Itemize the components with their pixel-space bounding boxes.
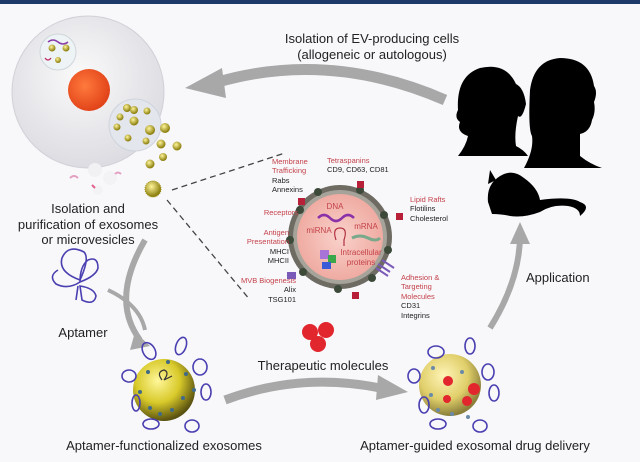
- annotation-item: MHCII: [267, 256, 289, 266]
- annotation-adhesion-targeting: Adhesion & Targeting Molecules CD31 Inte…: [401, 273, 461, 320]
- arrow-to-functionalized: [123, 238, 148, 342]
- mouse-silhouette-icon: [487, 170, 586, 217]
- annotation-title: Molecules: [401, 291, 435, 301]
- annotation-lipid-rafts: Lipid Rafts Flotilins Cholesterol: [410, 195, 470, 223]
- annotation-membrane-trafficking: Membrane Trafficking Rabs Annexins: [272, 157, 324, 195]
- functionalized-label: Aptamer-functionalized exosomes: [66, 438, 262, 453]
- arrow-application: [487, 234, 523, 330]
- arrow-application-head: [510, 222, 530, 244]
- annotation-antigen-presentation: Antigen Presentation MHCI MHCII: [236, 228, 289, 266]
- human-silhouettes-icon: [456, 58, 602, 168]
- delivery-label: Aptamer-guided exosomal drug delivery: [360, 438, 590, 453]
- proteins-label-line2: proteins: [346, 258, 376, 267]
- annotation-mvb-biogenesis: MVB Biogenesis Alix TSG101: [226, 276, 296, 304]
- isolation-label: Isolation and purification of exosomes o…: [8, 201, 168, 248]
- annotation-item: Integrins: [401, 310, 430, 320]
- top-arrow-label-line2: (allogeneic or autologous): [297, 46, 447, 62]
- microvesicles: [69, 163, 122, 195]
- top-arrow-label-line1: Isolation of EV-producing cells: [284, 31, 460, 46]
- arrow-aptamer-curve: [107, 288, 147, 331]
- annotation-item: Cholesterol: [410, 213, 448, 223]
- released-exosomes: [142, 123, 182, 198]
- annotation-item: Annexins: [272, 185, 303, 195]
- annotation-title: Trafficking: [272, 166, 307, 176]
- annotation-title: Lipid Rafts: [410, 195, 446, 204]
- mirna-label: miRNA: [306, 226, 332, 235]
- top-arrow-label: Isolation of EV-producing cells (allogen…: [252, 31, 492, 62]
- annotation-item: Flotilins: [410, 204, 436, 214]
- annotation-title: Presentation: [246, 237, 289, 247]
- cell-icon: [11, 15, 165, 169]
- arrow-isolation-of-cells: [216, 64, 448, 106]
- therapeutic-label: Therapeutic molecules: [257, 358, 389, 373]
- annotation-title: Membrane: [272, 157, 308, 166]
- arrow-to-delivery: [223, 377, 381, 405]
- zoom-line-bottom: [166, 199, 251, 301]
- arrow-to-functionalized-head: [130, 332, 150, 350]
- isolation-label-line2: purification of exosomes: [17, 216, 159, 232]
- annotation-receptors: Receptors: [244, 208, 298, 217]
- proteins-label-line1: Intracellular: [340, 248, 382, 257]
- mrna-label: mRNA: [354, 222, 378, 231]
- annotation-title: Adhesion &: [401, 273, 440, 282]
- annotation-item: CD31: [401, 301, 421, 311]
- therapeutic-molecule-icon: [302, 322, 334, 352]
- annotation-item: CD9, CD63, CD81: [327, 165, 389, 175]
- annotation-title: Tetraspanins: [327, 156, 370, 165]
- exosome-detail-vesicle: [286, 181, 403, 299]
- annotation-item: TSG101: [268, 294, 296, 304]
- annotation-title: Receptors: [263, 208, 298, 217]
- aptamer-strand-icon: [51, 248, 99, 304]
- isolation-label-line3: or microvesicles: [41, 232, 135, 248]
- arrow-to-delivery-head: [376, 375, 408, 400]
- arrow-isolation-of-cells-head: [185, 68, 226, 98]
- annotation-title: MVB Biogenesis: [240, 276, 296, 285]
- isolation-label-line1: Isolation and: [51, 201, 125, 216]
- annotation-item: MHCI: [269, 246, 289, 256]
- annotation-item: Rabs: [272, 175, 290, 185]
- top-bar: [0, 0, 640, 4]
- zoom-line-top: [171, 152, 286, 191]
- annotation-title: Targeting: [401, 282, 432, 292]
- annotation-item: Alix: [283, 285, 296, 295]
- dna-label: DNA: [326, 202, 344, 211]
- functionalized-exosome: [121, 336, 212, 433]
- annotation-title: Antigen: [263, 228, 289, 237]
- proteins-label: Intracellular proteins: [336, 248, 386, 268]
- application-label: Application: [526, 270, 590, 285]
- annotation-tetraspanins: Tetraspanins CD9, CD63, CD81: [327, 156, 407, 175]
- drug-loaded-exosome: [407, 337, 500, 433]
- aptamer-label: Aptamer: [58, 325, 108, 340]
